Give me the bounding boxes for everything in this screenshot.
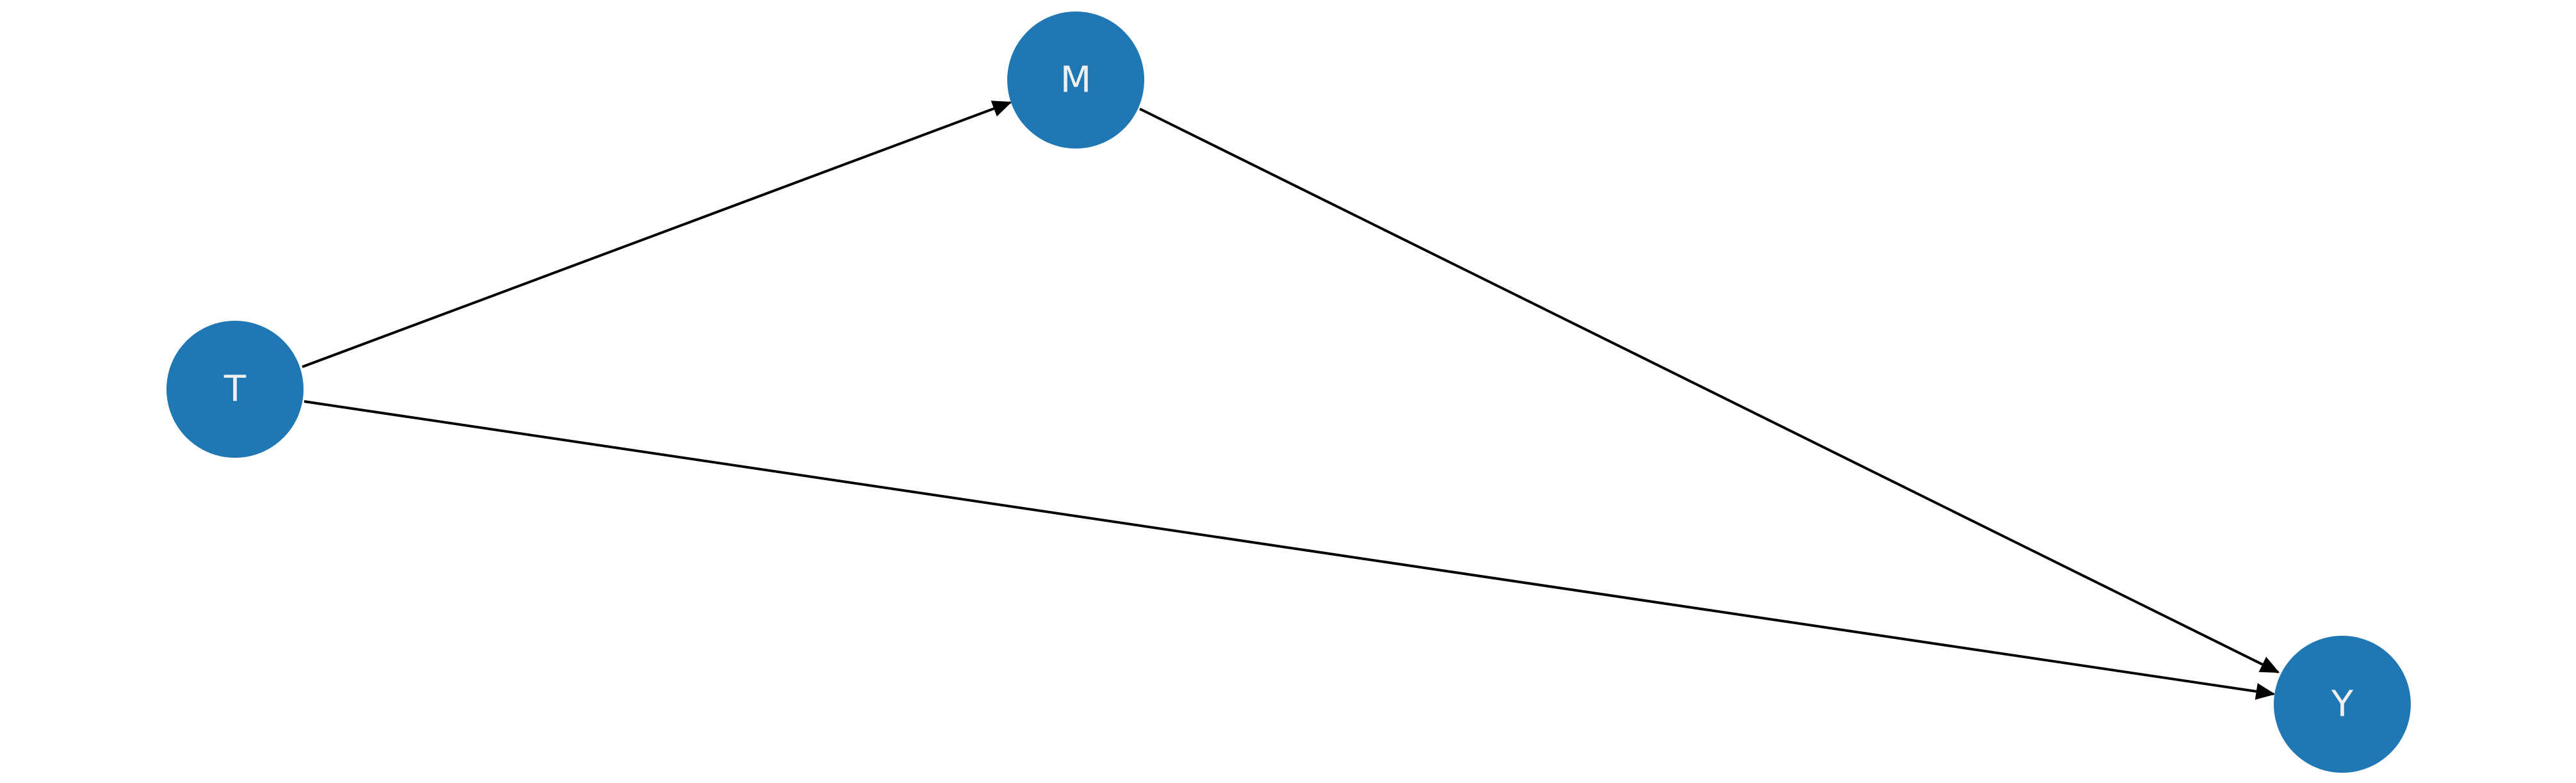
edge-t-to-y[interactable] [304,400,2276,700]
node-m-circle[interactable] [1007,12,1144,149]
edge-m-to-y[interactable] [1139,108,2280,674]
node-y[interactable]: Y [2274,636,2411,773]
node-y-circle[interactable] [2274,636,2411,773]
node-t[interactable]: T [166,321,304,458]
nodes-layer: T M Y [166,12,2411,773]
node-t-circle[interactable] [166,321,304,458]
node-m[interactable]: M [1007,12,1144,149]
edges-layer [302,101,2280,700]
edge-t-to-m[interactable] [302,101,1012,368]
